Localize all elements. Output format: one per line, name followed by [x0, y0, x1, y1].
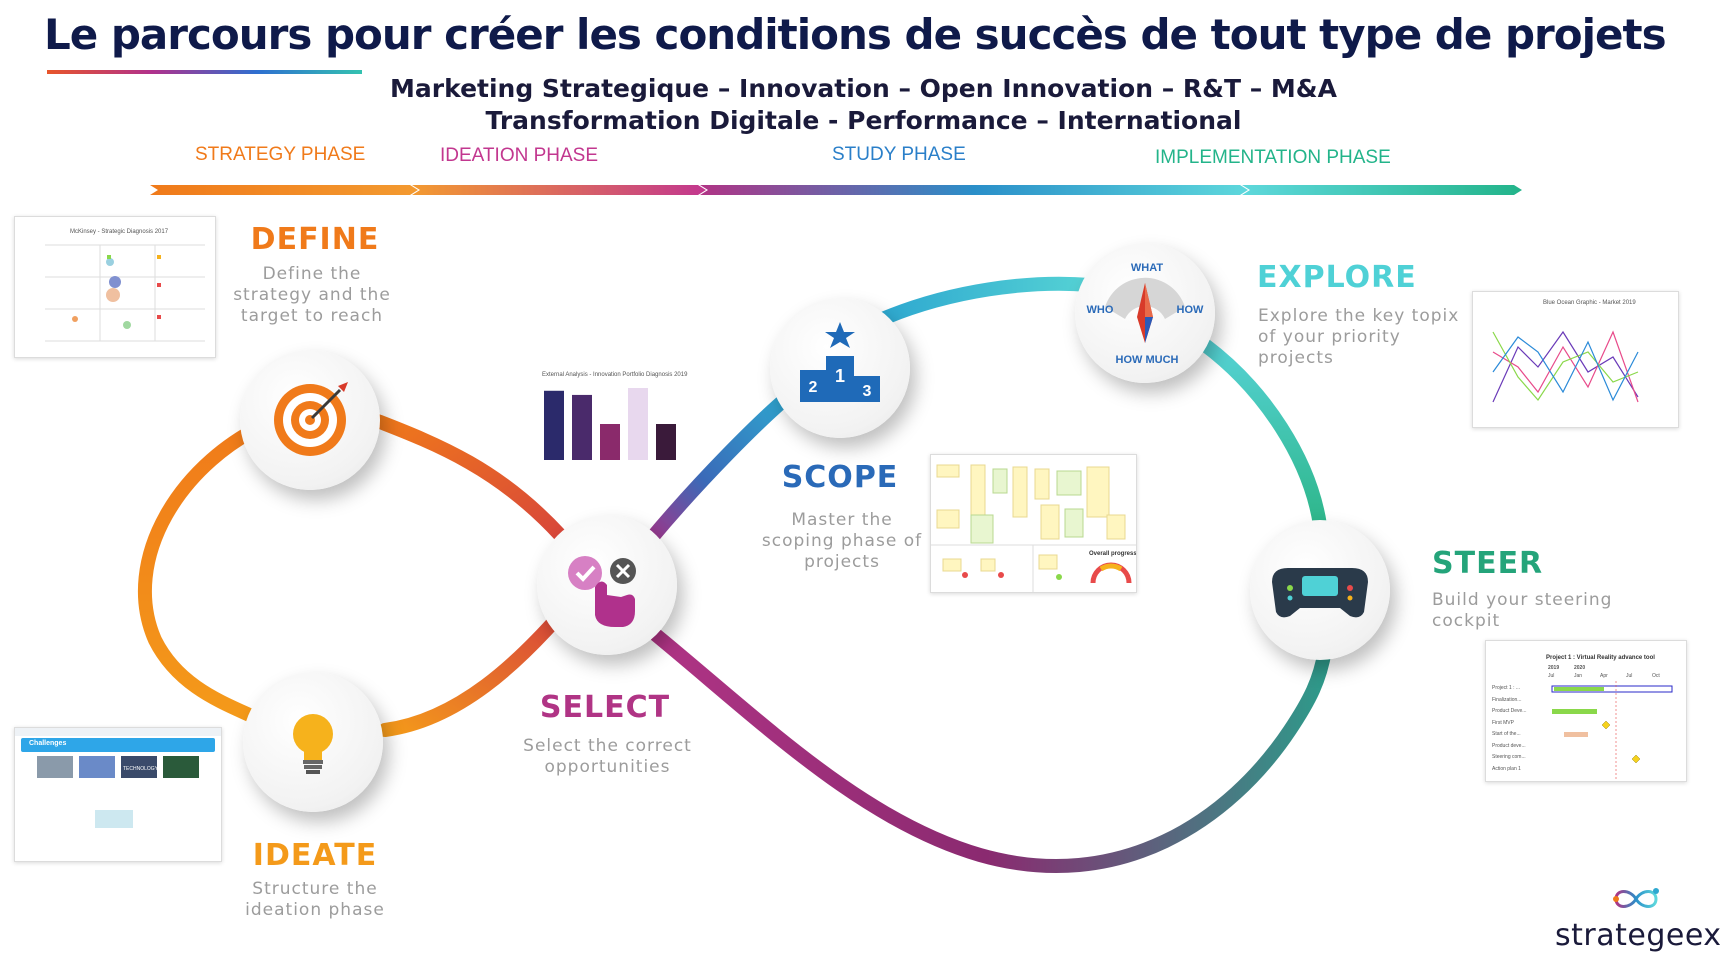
scope-title: SCOPE [781, 460, 899, 495]
define-circle [240, 350, 380, 490]
ideate-desc: Structure the ideation phase [245, 879, 385, 920]
path-explore-steer [1198, 338, 1327, 532]
challenge-card-image-2 [79, 756, 115, 778]
gantt-thumbnail: Project 1 : Virtual Reality advance tool… [1485, 640, 1687, 782]
explore-circle: WHAT WHO HOW HOW MUCH [1075, 243, 1215, 383]
blue-ocean-title: Blue Ocean Graphic - Market 2019 [1543, 300, 1636, 306]
mckinsey-matrix-thumbnail: McKinsey - Strategic Diagnosis 2017 [14, 216, 216, 358]
blue-ocean-thumbnail: Blue Ocean Graphic - Market 2019 [1472, 291, 1679, 428]
innovation-portfolio-thumbnail: External Analysis - Innovation Portfolio… [532, 370, 702, 470]
gantt-month-2: Jan [1574, 673, 1583, 679]
compass-how-much: HOW MUCH [1116, 354, 1179, 366]
steering-wheel-icon [1272, 568, 1368, 618]
innovation-bar [544, 390, 564, 460]
select-hand-icon [568, 556, 636, 627]
podium-third: 3 [863, 383, 872, 400]
path-define-ideate [138, 413, 282, 727]
gantt-month-3: Apr [1600, 673, 1608, 679]
gantt-year-2020: 2020 [1574, 665, 1586, 671]
gantt-row-label: Project 1 : ... [1492, 685, 1521, 691]
challenges-toolbar [15, 728, 221, 736]
innovation-bar [572, 394, 592, 460]
title-underline [47, 70, 362, 74]
compass-who: WHO [1087, 304, 1114, 316]
phase-implementation-label: IMPLEMENTATION PHASE [1155, 147, 1391, 168]
gantt-bars [1551, 681, 1673, 779]
compass-how: HOW [1177, 304, 1205, 316]
gantt-row-label: First MVP [1492, 719, 1514, 726]
mckinsey-grid [45, 244, 205, 342]
explore-title: EXPLORE [1257, 260, 1417, 295]
strategeex-logo-icon [1613, 888, 1659, 908]
innovation-bar [628, 388, 648, 460]
overall-progress-label: Overall progress [1089, 551, 1137, 557]
path-define-select [368, 413, 567, 542]
innovation-bars [544, 388, 676, 460]
brand-name: strategeex [1555, 918, 1722, 953]
phase-study-label: STUDY PHASE [832, 144, 966, 165]
gantt-month-4: Jul [1626, 673, 1633, 679]
challenge-card-image-5 [95, 810, 133, 828]
gantt-title: Project 1 : Virtual Reality advance tool [1546, 655, 1655, 661]
gantt-row-label: Product Deve... [1492, 708, 1527, 714]
podium-first: 1 [835, 366, 845, 386]
scope-circle: 1 2 3 [770, 298, 910, 438]
phase-ideation-arrow [412, 185, 706, 195]
compass-what: WHAT [1131, 262, 1163, 274]
select-title: SELECT [539, 690, 671, 725]
path-select-steer [643, 623, 1332, 873]
subtitle-line-2: Transformation Digitale - Performance – … [485, 106, 1242, 135]
steer-title: STEER [1432, 546, 1544, 581]
technology-label: TECHNOLOGY [123, 766, 159, 772]
podium-icon: 1 2 3 [800, 322, 880, 402]
page-title: Le parcours pour créer les conditions de… [44, 10, 1667, 59]
steer-circle [1250, 520, 1390, 660]
scope-board-thumbnail: Overall progress [930, 454, 1137, 593]
innovation-title: External Analysis - Innovation Portfolio… [542, 372, 688, 378]
lightbulb-icon [293, 714, 333, 774]
challenge-card-image-1 [37, 756, 73, 778]
mckinsey-title: McKinsey - Strategic Diagnosis 2017 [70, 229, 169, 235]
ideate-circle [243, 672, 383, 812]
challenge-card-image-4 [163, 756, 199, 778]
gantt-month-1: Jul [1548, 673, 1555, 679]
define-title: DEFINE [250, 222, 380, 257]
phase-study-arrow [700, 185, 1248, 195]
select-circle [537, 515, 677, 655]
blue-ocean-lines [1492, 330, 1639, 403]
challenge-card-image-3: TECHNOLOGY [121, 756, 159, 778]
compass-icon: WHAT WHO HOW HOW MUCH [1087, 262, 1205, 366]
gantt-row-label: Finalization... [1492, 696, 1522, 703]
define-desc: Define the strategy and the target to re… [233, 264, 391, 326]
phase-implementation-arrow [1242, 185, 1522, 195]
gantt-row-label: Start of the... [1492, 731, 1521, 737]
path-ideate-select [378, 608, 567, 737]
select-desc: Select the correct opportunities [523, 736, 692, 777]
innovation-bar [656, 424, 676, 460]
podium-second: 2 [809, 379, 818, 396]
gantt-year-2019: 2019 [1548, 665, 1560, 671]
path-scope-explore [873, 276, 1097, 327]
phase-strategy-arrow [150, 185, 418, 195]
phase-strategy-label: STRATEGY PHASE [195, 144, 366, 165]
gantt-row-label: Action plan 1 [1492, 765, 1521, 772]
path-select-scope [643, 388, 797, 547]
gantt-row-label: Product deve... [1492, 742, 1526, 749]
innovation-bar [600, 424, 620, 460]
challenges-header: Challenges [21, 738, 215, 752]
subtitle-line-1: Marketing Strategique – Innovation – Ope… [390, 74, 1337, 103]
scope-board-notes [931, 464, 1136, 592]
explore-desc: Explore the key topix of your priority p… [1258, 306, 1460, 368]
steer-desc: Build your steering cockpit [1432, 590, 1613, 631]
challenges-label: Challenges [29, 740, 67, 747]
phase-ideation-label: IDEATION PHASE [440, 145, 599, 166]
target-icon [274, 382, 348, 456]
challenges-thumbnail: Challenges TECHNOLOGY [14, 727, 222, 862]
scope-desc: Master the scoping phase of projects [761, 510, 923, 572]
gantt-month-5: Oct [1652, 673, 1660, 679]
gantt-row-label: Steering com... [1492, 754, 1526, 760]
ideate-title: IDEATE [252, 838, 378, 873]
